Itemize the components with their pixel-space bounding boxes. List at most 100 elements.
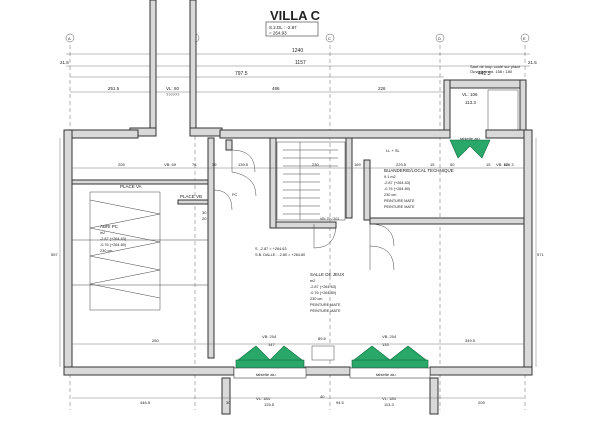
label-vl184-right: VL: 184 bbox=[382, 396, 397, 401]
grid-mark-e: E bbox=[523, 36, 526, 41]
svg-text:446.5: 446.5 bbox=[140, 400, 151, 405]
note-right-1: Saut de loup coulé sur place bbox=[470, 64, 521, 69]
abri-line-1: m2 bbox=[100, 231, 105, 235]
abri-line-2: -2.87 (+264.63) bbox=[100, 237, 127, 241]
svg-text:125.5: 125.5 bbox=[264, 402, 275, 407]
salle-line-2: -2.87 (+264.63) bbox=[310, 285, 337, 289]
vl106-dim: 113.3 bbox=[465, 100, 476, 105]
column-right bbox=[189, 0, 197, 131]
label-vb204-right: VB: 204 bbox=[382, 334, 397, 339]
label-vb204-left: VB: 204 bbox=[262, 334, 277, 339]
svg-text:205: 205 bbox=[118, 162, 125, 167]
right-margin: 21.5 bbox=[528, 60, 537, 65]
room-place-vb: PLACE VB bbox=[180, 194, 202, 199]
svg-text:209: 209 bbox=[478, 400, 485, 405]
light-well-top: VL: 106 113.3 tablette alu bbox=[443, 79, 527, 141]
label-vb79: VB: 79 / 201 bbox=[320, 217, 339, 221]
level-note-b: S.B. DALLE : -2.80 = +264.80 bbox=[255, 253, 305, 257]
light-wells-bottom: tablette alu tablette alu bbox=[221, 345, 439, 415]
label-vl184-left: VL: 184 bbox=[256, 396, 271, 401]
svg-text:60: 60 bbox=[504, 162, 509, 167]
window-bottom-right-frame bbox=[351, 359, 429, 369]
dim-total: 1240 bbox=[292, 48, 303, 54]
title-box bbox=[265, 21, 319, 37]
grid-mark-c: C bbox=[328, 36, 331, 41]
svg-text:557: 557 bbox=[51, 252, 58, 257]
top-dimensions: 1240 1157 21.5 21.5 797.5 442.5 251.5 48… bbox=[60, 48, 537, 97]
inner-walls bbox=[71, 137, 525, 359]
grid-mark-a: A bbox=[68, 36, 71, 41]
vl106-label: VL: 106 bbox=[462, 92, 478, 97]
room-place-va: PLACE VA bbox=[120, 184, 142, 189]
parking-slope bbox=[72, 191, 208, 311]
room-abri-pc: ABRI PC bbox=[100, 224, 119, 229]
window-bottom-left bbox=[237, 345, 303, 361]
column-left bbox=[149, 0, 157, 131]
salle-line-6: PEINTURE MATE bbox=[310, 309, 341, 313]
note-right-2: Ouverture int. 158 / 180 bbox=[470, 69, 513, 74]
svg-text:30: 30 bbox=[226, 400, 231, 405]
svg-text:260: 260 bbox=[152, 338, 159, 343]
top-seg-q: ?????? bbox=[166, 92, 180, 97]
top-seg-1: 251.5 bbox=[108, 86, 120, 91]
svg-text:94.5: 94.5 bbox=[336, 400, 345, 405]
svg-text:20: 20 bbox=[202, 216, 207, 221]
dim-sub: 1157 bbox=[295, 60, 306, 66]
level-note-a: S. -2.87 = +264.63 bbox=[255, 247, 286, 251]
svg-text:113.3: 113.3 bbox=[384, 402, 394, 407]
buanderie-line-6: PEINTURE MATE bbox=[384, 205, 415, 209]
top-seg-2: 486 bbox=[272, 86, 280, 91]
left-margin: 21.5 bbox=[60, 60, 69, 65]
misc-labels: VB: 69 LL + SL VB: 126.3 VB: 204 VB: 204… bbox=[164, 148, 514, 401]
grid-mark-d: D bbox=[438, 36, 441, 41]
svg-text:50: 50 bbox=[450, 162, 455, 167]
svg-text:147: 147 bbox=[268, 342, 275, 347]
svg-text:139.5: 139.5 bbox=[238, 162, 249, 167]
top-seg-vl60: VL: 60 bbox=[166, 86, 180, 91]
label-vb69: VB: 69 bbox=[164, 162, 177, 167]
svg-text:76: 76 bbox=[192, 162, 197, 167]
level-note-2: = 264.93 bbox=[269, 31, 287, 36]
abri-line-3: -0.76 (+264.80) bbox=[100, 243, 127, 247]
buanderie-line-4: 230 cm bbox=[384, 193, 396, 197]
svg-text:39: 39 bbox=[212, 162, 217, 167]
buanderie-line-1: 9.1 m2 bbox=[384, 175, 396, 179]
label-vb126: VB: 126.3 bbox=[496, 162, 514, 167]
svg-text:40: 40 bbox=[320, 394, 325, 399]
window-bottom-left-frame bbox=[235, 359, 305, 369]
dim-right: 442.5 bbox=[478, 71, 491, 77]
salle-line-3: -0.76 (+264.80) bbox=[310, 291, 337, 295]
svg-text:230: 230 bbox=[312, 162, 319, 167]
salle-line-1: m2 bbox=[310, 279, 315, 283]
outer-walls bbox=[63, 129, 533, 376]
room-salle-jeux: SALLE DE JEUX bbox=[310, 272, 344, 277]
staircase bbox=[276, 141, 346, 221]
svg-text:89.5: 89.5 bbox=[318, 336, 327, 341]
svg-text:349.5: 349.5 bbox=[465, 338, 476, 343]
dim-mid: 797.5 bbox=[235, 71, 248, 77]
svg-text:15: 15 bbox=[430, 162, 435, 167]
room-buanderie: BUANDERIE/LOCAL TECHNIQUE bbox=[384, 168, 454, 173]
svg-text:30: 30 bbox=[202, 210, 207, 215]
plan-title: VILLA C bbox=[270, 8, 321, 23]
buanderie-line-5: PEINTURE MATE bbox=[384, 199, 415, 203]
bottom-dimensions: 260 147 89.5 133 349.5 446.5 125.5 94.5 … bbox=[72, 336, 524, 407]
svg-text:133: 133 bbox=[382, 342, 389, 347]
label-ll-sl: LL + SL bbox=[386, 148, 401, 153]
door-swings bbox=[213, 149, 395, 271]
tablette-bottom-right: tablette alu bbox=[376, 372, 396, 377]
buanderie-line-3: -0.76 (+264.80) bbox=[384, 187, 411, 191]
svg-text:15: 15 bbox=[486, 162, 491, 167]
salle-line-4: 230 cm bbox=[310, 297, 322, 301]
room-labels: PLACE VA PLACE VB ABRI PC m2 -2.87 (+264… bbox=[100, 168, 454, 313]
level-note-1: S.2.DL : -2.87 bbox=[269, 25, 297, 30]
tablette-top: tablette alu bbox=[460, 136, 480, 141]
abri-line-4: 230 cm bbox=[100, 249, 112, 253]
tablette-bottom-left: tablette alu bbox=[256, 372, 276, 377]
label-pc: PC bbox=[232, 193, 238, 197]
window-bottom-right bbox=[353, 345, 427, 361]
side-dimensions: 557 571 30 20 bbox=[51, 138, 544, 367]
salle-line-5: PEINTURE MATE bbox=[310, 303, 341, 307]
inner-dimensions: 205 76 39 139.5 230 169 229.5 15 50 15 6… bbox=[72, 162, 524, 169]
svg-text:169: 169 bbox=[354, 162, 361, 167]
